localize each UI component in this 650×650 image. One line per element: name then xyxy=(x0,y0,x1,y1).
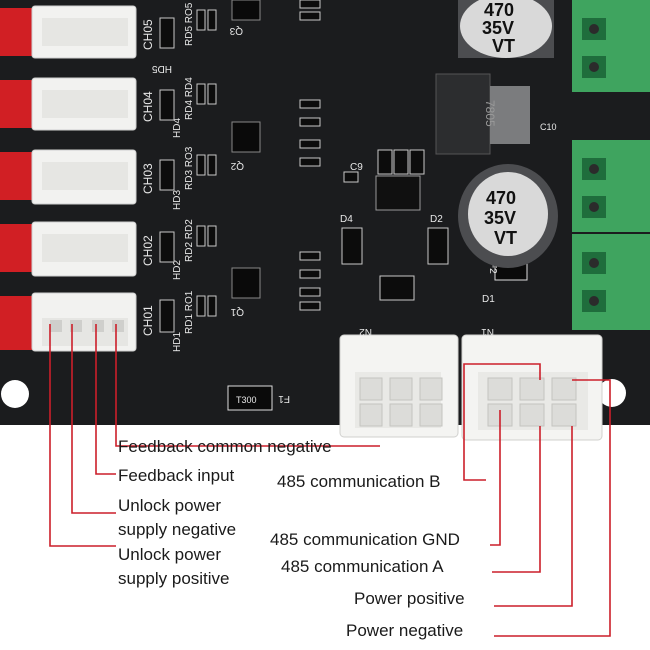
line-feedback-common-negative xyxy=(115,324,380,447)
callout-485-a: 485 communication A xyxy=(281,557,444,576)
cap-bottom-voltage: 35V xyxy=(484,208,516,228)
rd-label-5: RD5 RO5 xyxy=(184,2,195,46)
led-label-4: HD4 xyxy=(172,118,183,138)
f1-label: F1 xyxy=(278,393,290,404)
led-label-5: HD5 xyxy=(152,63,172,74)
q2-label: Q2 xyxy=(230,160,244,171)
led-label-3: HD3 xyxy=(172,190,183,210)
led-labels: HD5 HD4 HD3 HD2 HD1 xyxy=(152,63,183,352)
transistors: Q3 Q2 Q1 xyxy=(229,0,261,317)
channel-labels: CH05 CH04 CH03 CH02 CH01 xyxy=(141,19,155,336)
callout-lines xyxy=(49,324,611,637)
rd-label-4: RD4 RD4 xyxy=(184,77,195,120)
channel-connector-5 xyxy=(0,5,137,59)
line-unlock-positive xyxy=(49,324,116,547)
line-power-negative xyxy=(494,379,611,637)
callout-power-negative: Power negative xyxy=(346,621,464,640)
label-d1: D1 xyxy=(482,294,495,305)
capacitor-bottom: 470 35V VT xyxy=(458,164,558,268)
led-label-1: HD1 xyxy=(172,332,183,352)
capacitor-top: 470 35V VT xyxy=(458,0,554,58)
callout-unlock-negative: Unlock power supply negative xyxy=(118,496,237,539)
misc-silk-labels: D4 D2 C9 D1 C10 xyxy=(340,122,557,305)
channel-connector-4 xyxy=(0,77,137,131)
cap-top-series: VT xyxy=(492,36,515,56)
power-connector-n1: N1 xyxy=(461,326,603,441)
label-d4: D4 xyxy=(340,214,353,225)
cap-bottom-series: VT xyxy=(494,228,517,248)
f1-marking: T300 xyxy=(236,395,257,405)
led-label-2: HD2 xyxy=(172,260,183,280)
n1-label: N1 xyxy=(481,326,494,337)
callout-feedback-common-negative: Feedback common negative xyxy=(118,437,332,456)
label-c9: C9 xyxy=(350,162,363,173)
f2-label: F2 xyxy=(487,262,498,274)
terminal-blocks xyxy=(572,0,650,330)
cap-top-voltage: 35V xyxy=(482,18,514,38)
channel-connector-2 xyxy=(0,221,137,277)
q3-label: Q3 xyxy=(229,25,243,36)
ic-u3 xyxy=(375,175,421,211)
callout-power-positive: Power positive xyxy=(354,589,465,608)
cap-top-value: 470 xyxy=(484,0,514,20)
callout-485-b: 485 communication B xyxy=(277,472,441,491)
smd-components xyxy=(159,9,217,333)
callout-feedback-input: Feedback input xyxy=(118,466,235,485)
channel-connector-1 xyxy=(0,292,137,352)
rd-label-3: RD3 RO3 xyxy=(184,146,195,190)
line-485-gnd xyxy=(490,410,501,546)
cap-bottom-value: 470 xyxy=(486,188,516,208)
callout-unlock-positive: Unlock power supply positive xyxy=(118,545,230,588)
line-unlock-negative xyxy=(71,324,116,514)
mounting-hole-left xyxy=(1,380,29,408)
channel-connector-3 xyxy=(0,149,137,205)
line-485-a xyxy=(492,426,541,573)
rd-label-2: RD2 RD2 xyxy=(184,219,195,262)
channel-connectors xyxy=(0,5,137,352)
ch-label-1: CH01 xyxy=(141,305,155,336)
rd-label-1: RD1 RO1 xyxy=(184,290,195,334)
line-485-b xyxy=(463,363,541,481)
fuse-f1: T300 F1 xyxy=(227,385,290,411)
label-d2: D2 xyxy=(430,214,443,225)
ch-label-2: CH02 xyxy=(141,235,155,266)
mounting-hole-right xyxy=(598,379,626,407)
q1-label: Q1 xyxy=(230,306,244,317)
line-power-positive xyxy=(494,426,573,607)
voltage-regulator: 7805 xyxy=(435,73,530,155)
callout-485-gnd: 485 communication GND xyxy=(270,530,460,549)
ch-label-4: CH04 xyxy=(141,91,155,122)
regulator-marking: 7805 xyxy=(483,100,497,127)
ch-label-3: CH03 xyxy=(141,163,155,194)
n2-label: N2 xyxy=(359,326,372,337)
line-feedback-input xyxy=(95,324,116,475)
resistor-labels: RD5 RO5 RD4 RD4 RD3 RO3 RD2 RD2 RD1 RO1 xyxy=(184,2,195,334)
resistor-array-middle xyxy=(299,0,449,311)
power-connector-n2: N2 xyxy=(339,326,459,438)
ch-label-5: CH05 xyxy=(141,19,155,50)
label-c10: C10 xyxy=(540,122,557,132)
